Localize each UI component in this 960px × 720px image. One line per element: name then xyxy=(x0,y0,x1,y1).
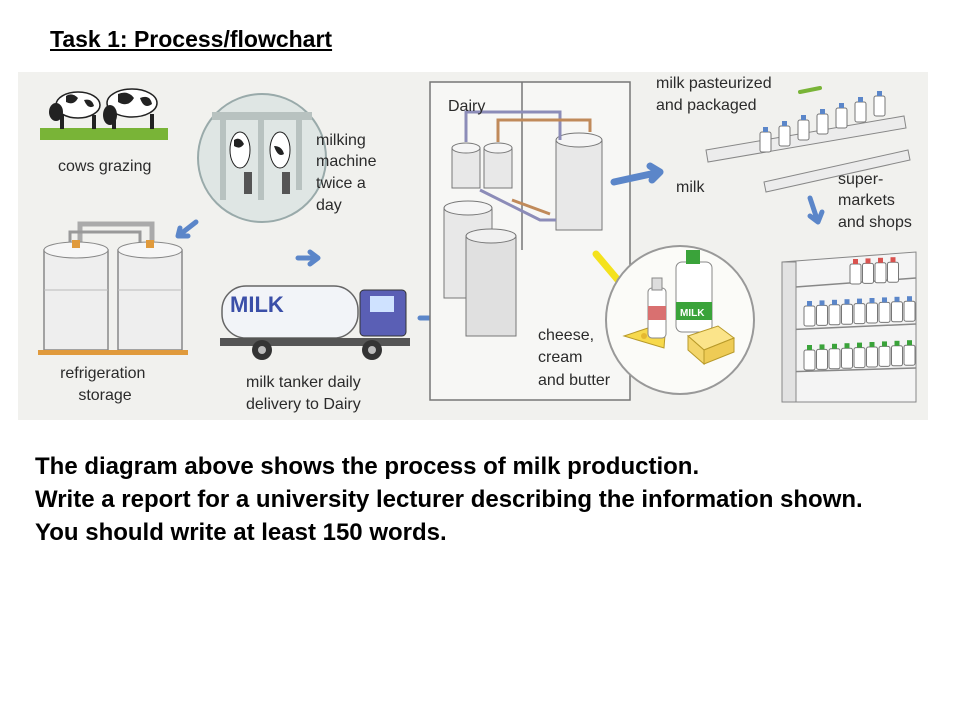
bottle-cap xyxy=(890,257,896,263)
bottle-cap xyxy=(782,121,787,126)
dairy-products-illustration: MILK xyxy=(605,245,755,395)
task-instructions: The diagram above shows the process of m… xyxy=(35,450,925,549)
arrow-to-refrigeration xyxy=(175,219,199,239)
bottle-cap xyxy=(857,342,862,348)
milk-bottle xyxy=(891,345,903,367)
bottle-cap xyxy=(820,109,825,114)
bottle-cap xyxy=(807,345,812,350)
milk-bottle xyxy=(803,305,816,327)
milking-machine-illustration xyxy=(197,93,327,223)
milk-bottle xyxy=(866,346,878,368)
bottle-cap xyxy=(882,297,887,303)
cows-illustration xyxy=(40,88,168,140)
bottle-cap xyxy=(869,342,875,347)
label-cheese-cream-butter: cheese, cream and butter xyxy=(538,327,611,389)
milk-bottle xyxy=(816,348,828,370)
milk-bottle xyxy=(828,348,841,370)
arrow-to-supermarkets xyxy=(807,195,825,225)
instruction-line-3: You should write at least 150 words. xyxy=(35,519,447,546)
milk-bottle xyxy=(903,344,916,366)
bottle-cap xyxy=(865,258,871,264)
milk-bottle xyxy=(816,304,828,326)
bottle-cap xyxy=(819,300,825,306)
milk-bottle xyxy=(841,347,853,369)
arrow-to-packaging xyxy=(610,162,664,186)
refrigeration-tanks-illustration xyxy=(38,221,188,355)
label-supermarkets: super- markets and shops xyxy=(838,171,912,231)
milk-jug-label: MILK xyxy=(680,308,705,319)
label-milk-tanker: milk tanker daily delivery to Dairy xyxy=(246,374,365,413)
label-dairy: Dairy xyxy=(448,98,485,115)
bottle-cap xyxy=(882,341,887,347)
milk-bottle xyxy=(853,347,866,369)
bottle-cap xyxy=(907,296,912,302)
shelf-bottles xyxy=(803,257,916,371)
tanker-milk-sign: MILK xyxy=(230,292,284,317)
milk-bottle xyxy=(849,263,862,285)
milk-bottle xyxy=(835,107,848,129)
milk-tanker-illustration: MILK xyxy=(220,285,410,360)
bottle-cap xyxy=(853,259,858,264)
instruction-line-2: Write a report for a university lecturer… xyxy=(35,486,863,513)
milk-bottle xyxy=(854,101,867,123)
bottle-cap xyxy=(807,301,812,306)
bottle-cap xyxy=(857,298,862,304)
bottle-cap xyxy=(894,296,900,302)
bottle-cap xyxy=(832,343,837,349)
bottle-cap xyxy=(858,97,863,102)
bottle-cap xyxy=(869,298,875,303)
bottle-cap xyxy=(844,299,850,305)
milk-bottle xyxy=(816,113,829,135)
bottle-cap xyxy=(894,340,900,346)
milk-bottle xyxy=(887,261,899,283)
milk-bottle xyxy=(853,303,866,325)
label-refrigeration-storage: refrigeration storage xyxy=(60,365,150,404)
bottle-cap xyxy=(877,91,882,96)
instruction-line-1: The diagram above shows the process of m… xyxy=(35,453,700,480)
milk-bottle xyxy=(828,304,841,326)
milk-bottle xyxy=(891,301,903,323)
page-title: Task 1: Process/flowchart xyxy=(50,26,333,52)
grass xyxy=(40,128,168,140)
milk-bottle xyxy=(862,262,874,284)
bottle-cap xyxy=(819,344,825,350)
milk-bottle xyxy=(866,302,878,324)
milk-bottle xyxy=(873,95,886,117)
bottle-cap xyxy=(839,103,844,108)
bottle-cap xyxy=(801,115,806,120)
bottle-cap xyxy=(844,343,850,349)
milk-bottle xyxy=(903,300,916,322)
bottle-cap xyxy=(832,299,837,305)
bottle-cap xyxy=(763,127,768,132)
bottle-cap xyxy=(878,257,883,263)
label-milking-machine: milking machine twice a day xyxy=(316,132,381,214)
milk-bottle xyxy=(797,119,810,141)
label-cows-grazing: cows grazing xyxy=(58,158,151,175)
label-milk-pasteurized: milk pasteurized and packaged xyxy=(656,75,776,114)
milk-bottle xyxy=(878,301,891,323)
bottle-cap xyxy=(907,340,912,346)
milk-bottle xyxy=(778,125,791,147)
arrow-to-tanker xyxy=(295,249,321,267)
milk-bottle xyxy=(878,345,891,367)
milk-bottle xyxy=(841,303,853,325)
milk-bottle xyxy=(874,262,887,284)
dairy-building-illustration xyxy=(429,81,631,401)
conveyor-bottles xyxy=(759,91,886,153)
label-milk: milk xyxy=(676,179,705,196)
milk-bottle xyxy=(803,349,816,371)
milk-bottle xyxy=(759,131,772,153)
